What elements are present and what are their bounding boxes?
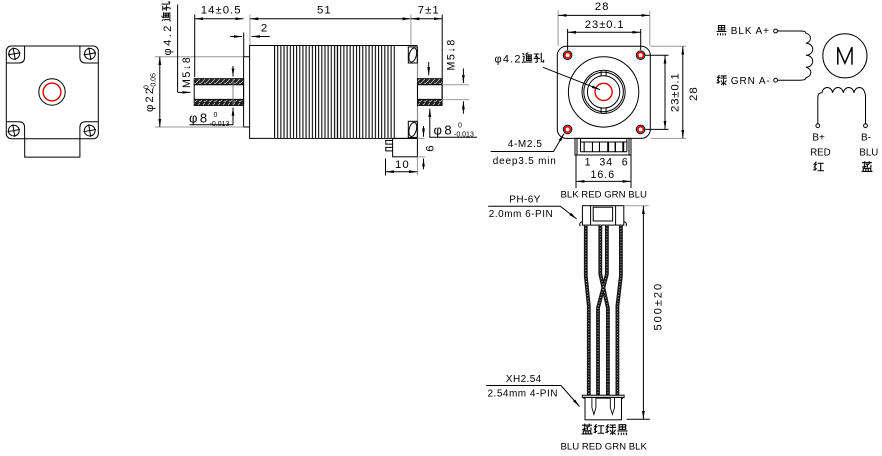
- svg-text:BLU RED GRN BLK: BLU RED GRN BLK: [561, 442, 648, 453]
- svg-text:500±20: 500±20: [653, 282, 665, 331]
- svg-text:0: 0: [214, 112, 218, 119]
- svg-text:-0.05: -0.05: [150, 73, 157, 89]
- svg-text:6: 6: [622, 157, 628, 169]
- svg-text:φ8: φ8: [189, 110, 210, 125]
- svg-text:2.0mm 6-PIN: 2.0mm 6-PIN: [489, 209, 553, 220]
- svg-text:14±0.5: 14±0.5: [201, 4, 242, 16]
- svg-text:4: 4: [606, 157, 612, 169]
- svg-text:28: 28: [688, 86, 700, 101]
- svg-text:51: 51: [317, 4, 332, 16]
- svg-text:28: 28: [595, 1, 610, 13]
- svg-text:6: 6: [424, 145, 436, 151]
- svg-text:φ4.2: φ4.2: [162, 23, 174, 55]
- svg-text:10: 10: [395, 159, 410, 171]
- svg-text:BLU: BLU: [859, 147, 878, 158]
- svg-text:2.54mm 4-PIN: 2.54mm 4-PIN: [488, 388, 558, 399]
- svg-text:XH2.54: XH2.54: [506, 374, 542, 385]
- svg-text:B-: B-: [861, 132, 871, 143]
- svg-text:3: 3: [599, 157, 605, 169]
- svg-text:BLK A+: BLK A+: [731, 26, 770, 37]
- svg-text:0: 0: [143, 85, 150, 89]
- svg-text:23±0.1: 23±0.1: [585, 19, 625, 31]
- svg-text:φ22: φ22: [144, 86, 156, 112]
- svg-text:1: 1: [585, 157, 591, 169]
- svg-text:M5↓8: M5↓8: [446, 38, 458, 70]
- svg-text:GRN A-: GRN A-: [731, 76, 771, 87]
- svg-text:φ8: φ8: [434, 122, 455, 137]
- svg-text:16.6: 16.6: [591, 169, 616, 181]
- svg-text:23±0.1: 23±0.1: [670, 72, 682, 112]
- svg-text:deep3.5 min: deep3.5 min: [493, 156, 557, 167]
- svg-text:PH-6Y: PH-6Y: [509, 194, 540, 205]
- svg-text:0: 0: [458, 123, 462, 130]
- svg-text:RED: RED: [810, 147, 830, 158]
- svg-text:M5↓8: M5↓8: [181, 56, 193, 88]
- svg-text:4-M2.5: 4-M2.5: [508, 139, 543, 150]
- svg-text:BLK RED GRN BLU: BLK RED GRN BLU: [561, 190, 647, 201]
- svg-text:7±1: 7±1: [418, 4, 440, 16]
- svg-text:-0.013: -0.013: [454, 132, 474, 139]
- svg-text:2: 2: [261, 22, 267, 34]
- svg-text:-0.013: -0.013: [210, 121, 230, 128]
- svg-text:B+: B+: [812, 132, 825, 143]
- svg-text:φ4.2: φ4.2: [495, 53, 522, 65]
